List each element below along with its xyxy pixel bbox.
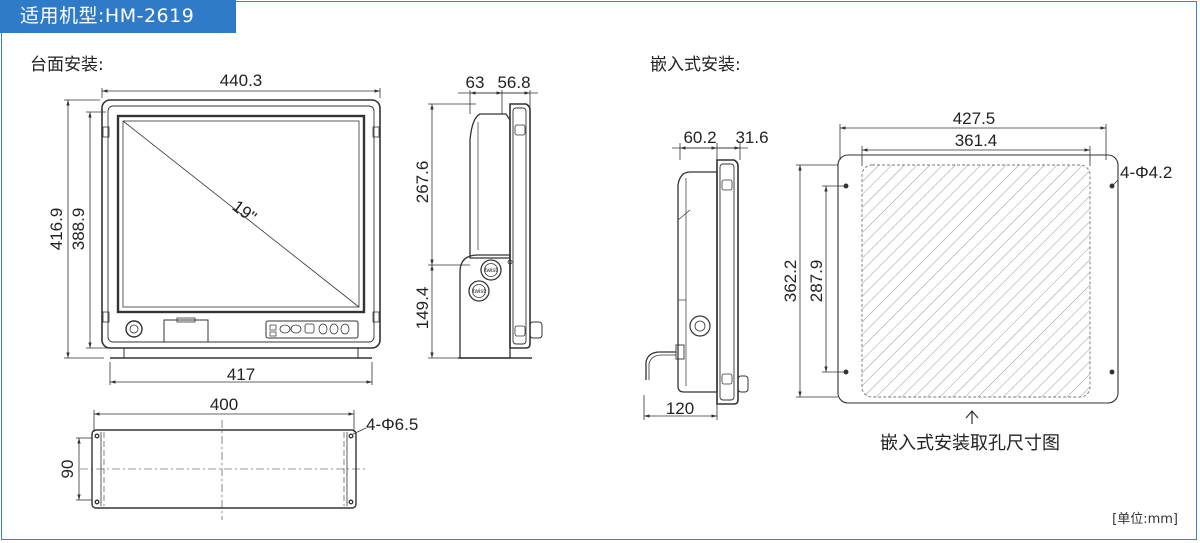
unit-label: [单位:mm] xyxy=(1112,512,1178,527)
cutout-inner-height: 287.9 xyxy=(807,260,826,303)
side-height-lower: 149.4 xyxy=(413,287,432,330)
base-depth: 90 xyxy=(58,460,77,479)
embedded-mount-heading: 嵌入式安装: xyxy=(650,55,741,75)
cutout-outer-width: 427.5 xyxy=(953,109,996,128)
screen-size-label: 19" xyxy=(229,197,260,227)
front-width-top: 440.3 xyxy=(220,71,263,90)
model-title: 适用机型:HM-2619 xyxy=(0,0,236,33)
base-width: 400 xyxy=(210,395,238,414)
side-knob-lower-label: twist xyxy=(473,289,485,295)
base-view xyxy=(76,410,367,520)
side-height-upper: 267.6 xyxy=(413,161,432,204)
front-height-outer: 416.9 xyxy=(47,208,66,251)
front-width-bottom: 417 xyxy=(227,365,255,384)
side-depth-a: 63 xyxy=(466,73,485,92)
embedded-depth-total: 120 xyxy=(666,399,694,418)
cutout-holes: 4-Φ4.2 xyxy=(1120,163,1172,182)
front-height-inner: 388.9 xyxy=(69,208,88,251)
base-holes: 4-Φ6.5 xyxy=(366,415,418,434)
cutout-outer-height: 362.2 xyxy=(781,260,800,303)
cutout-view xyxy=(796,124,1119,424)
cutout-inner-width: 361.4 xyxy=(955,131,998,150)
embedded-depth-a: 60.2 xyxy=(683,128,716,147)
side-view xyxy=(428,90,543,359)
embedded-depth-b: 31.6 xyxy=(735,128,768,147)
side-knob-upper-label: twist xyxy=(485,268,497,274)
side-depth-b: 56.8 xyxy=(497,73,530,92)
desktop-mount-heading: 台面安装: xyxy=(30,55,104,75)
cutout-caption: 嵌入式安装取孔尺寸图 xyxy=(880,433,1060,453)
front-view xyxy=(64,88,381,385)
embedded-side-view xyxy=(643,143,749,420)
